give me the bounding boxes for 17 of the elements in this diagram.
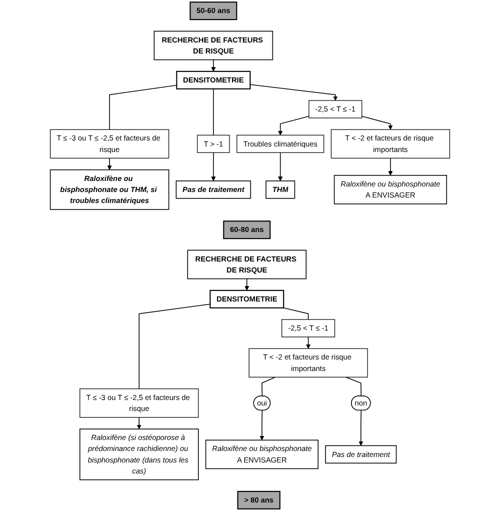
arrow [361, 116, 393, 130]
connector [138, 304, 211, 390]
arrow [260, 410, 264, 440]
arrow [358, 410, 364, 446]
arrow [107, 158, 112, 170]
arrow [250, 84, 338, 101]
arrow [244, 278, 250, 291]
arrow [278, 152, 283, 182]
arrow [211, 152, 216, 182]
arrow [211, 59, 216, 72]
arrow [306, 336, 311, 349]
arrow [136, 416, 142, 430]
connector [109, 84, 178, 130]
arrow [278, 116, 310, 136]
arrow [388, 158, 393, 176]
connector [283, 307, 309, 320]
connector [213, 88, 214, 136]
